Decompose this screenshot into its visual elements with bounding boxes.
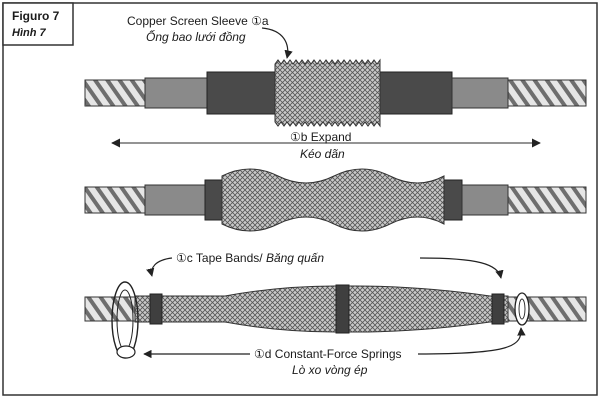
springs-label-vi: Lò xo vòng ép bbox=[292, 363, 368, 377]
cable-jacket-left bbox=[206, 71, 276, 115]
tape-bands-arrow-right bbox=[419, 257, 504, 279]
tape-wrap-right bbox=[461, 184, 509, 216]
cable-before-expansion bbox=[84, 58, 587, 128]
outer-frame bbox=[2, 2, 598, 396]
tape-bands-label: ①c Tape Bands/ Băng quấn bbox=[176, 251, 324, 265]
cable-expanded-screen bbox=[84, 168, 587, 232]
constant-force-spring-left bbox=[111, 281, 139, 359]
figure-label-vi: Hình 7 bbox=[12, 27, 46, 39]
finished-mesh-body bbox=[134, 285, 509, 333]
cable-end-right bbox=[507, 186, 587, 214]
figure-label-box bbox=[2, 2, 74, 46]
copper-screen-label-en: Copper Screen Sleeve ①a bbox=[127, 14, 269, 28]
tape-wrap-left bbox=[144, 184, 208, 216]
tape-bands-arrow-left bbox=[146, 257, 173, 277]
cable-finished-assembly bbox=[84, 281, 587, 359]
tape-band-3 bbox=[491, 293, 505, 325]
cable-end-right bbox=[507, 79, 587, 107]
copper-screen-sleeve bbox=[274, 58, 381, 128]
tape-wrap-left bbox=[144, 77, 208, 109]
expand-label-en: ①b Expand bbox=[290, 130, 351, 144]
expand-label-vi: Kéo dãn bbox=[300, 147, 345, 161]
tape-band-1 bbox=[149, 293, 163, 325]
cable-end-left bbox=[84, 186, 146, 214]
springs-arrow-right bbox=[417, 327, 526, 355]
tape-wrap-right bbox=[451, 77, 509, 109]
springs-label-en: ①d Constant-Force Springs bbox=[254, 347, 402, 361]
copper-screen-label-vi: Ống bao lưới đồng bbox=[146, 29, 246, 44]
constant-force-spring-right bbox=[514, 292, 530, 326]
cable-end-left bbox=[84, 296, 136, 322]
copper-screen-arrow bbox=[261, 27, 293, 59]
cable-jacket-right bbox=[379, 71, 453, 115]
tape-band-2 bbox=[335, 284, 350, 334]
expanded-copper-screen bbox=[221, 168, 445, 232]
figure-label-en: Figuro 7 bbox=[12, 9, 60, 23]
cable-end-left bbox=[84, 79, 146, 107]
